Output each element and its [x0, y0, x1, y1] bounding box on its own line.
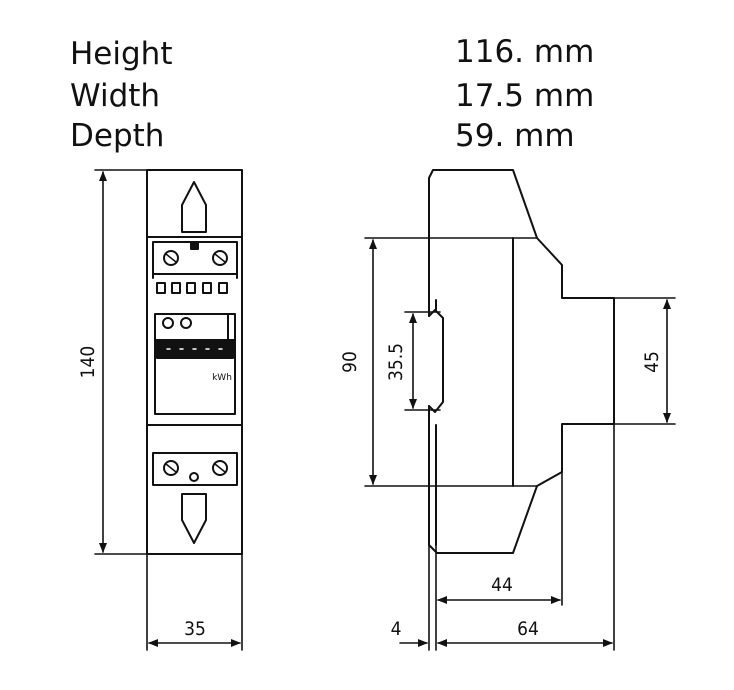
dimension-text-45: 45 — [641, 351, 663, 373]
indicator-box — [156, 282, 166, 294]
display-window — [154, 313, 236, 415]
height-label: Height — [70, 36, 173, 72]
top-terminal-screw-left — [163, 250, 179, 266]
indicator-box — [218, 282, 228, 294]
depth-label: Depth — [70, 118, 165, 154]
depth-value: 59. mm — [455, 118, 575, 154]
led-indicator-left — [162, 317, 174, 329]
height-value: 116. mm — [455, 34, 595, 70]
din-rail-slot — [428, 309, 444, 413]
led-indicator-right — [180, 317, 192, 329]
bottom-terminal-screw-right — [212, 460, 228, 476]
indicator-box — [171, 282, 181, 294]
indicator-box — [202, 282, 212, 294]
width-dimension-text: 35 — [184, 618, 206, 640]
top-clip-icon — [181, 181, 207, 233]
bottom-clip-icon — [181, 493, 207, 544]
bottom-terminal-marker — [189, 472, 199, 482]
bottom-terminal-block — [152, 452, 238, 486]
height-dimension-text: 140 — [77, 346, 99, 379]
dimension-text-35-5: 35.5 — [385, 343, 407, 381]
width-label: Width — [70, 78, 161, 114]
front-view — [146, 169, 243, 555]
top-terminal-marker — [190, 242, 199, 250]
indicator-box — [186, 282, 196, 294]
dimension-text-64: 64 — [517, 618, 539, 640]
side-profile — [428, 169, 615, 554]
bottom-terminal-screw-left — [163, 460, 179, 476]
front-outline — [146, 169, 243, 555]
dimension-text-4: 4 — [391, 618, 402, 640]
dimension-text-44: 44 — [491, 574, 513, 596]
display-unit-label: kWh — [212, 373, 232, 383]
side-view — [364, 169, 676, 554]
width-value: 17.5 mm — [455, 78, 595, 114]
dimension-text-90: 90 — [339, 351, 361, 373]
top-terminal-screw-right — [212, 250, 228, 266]
